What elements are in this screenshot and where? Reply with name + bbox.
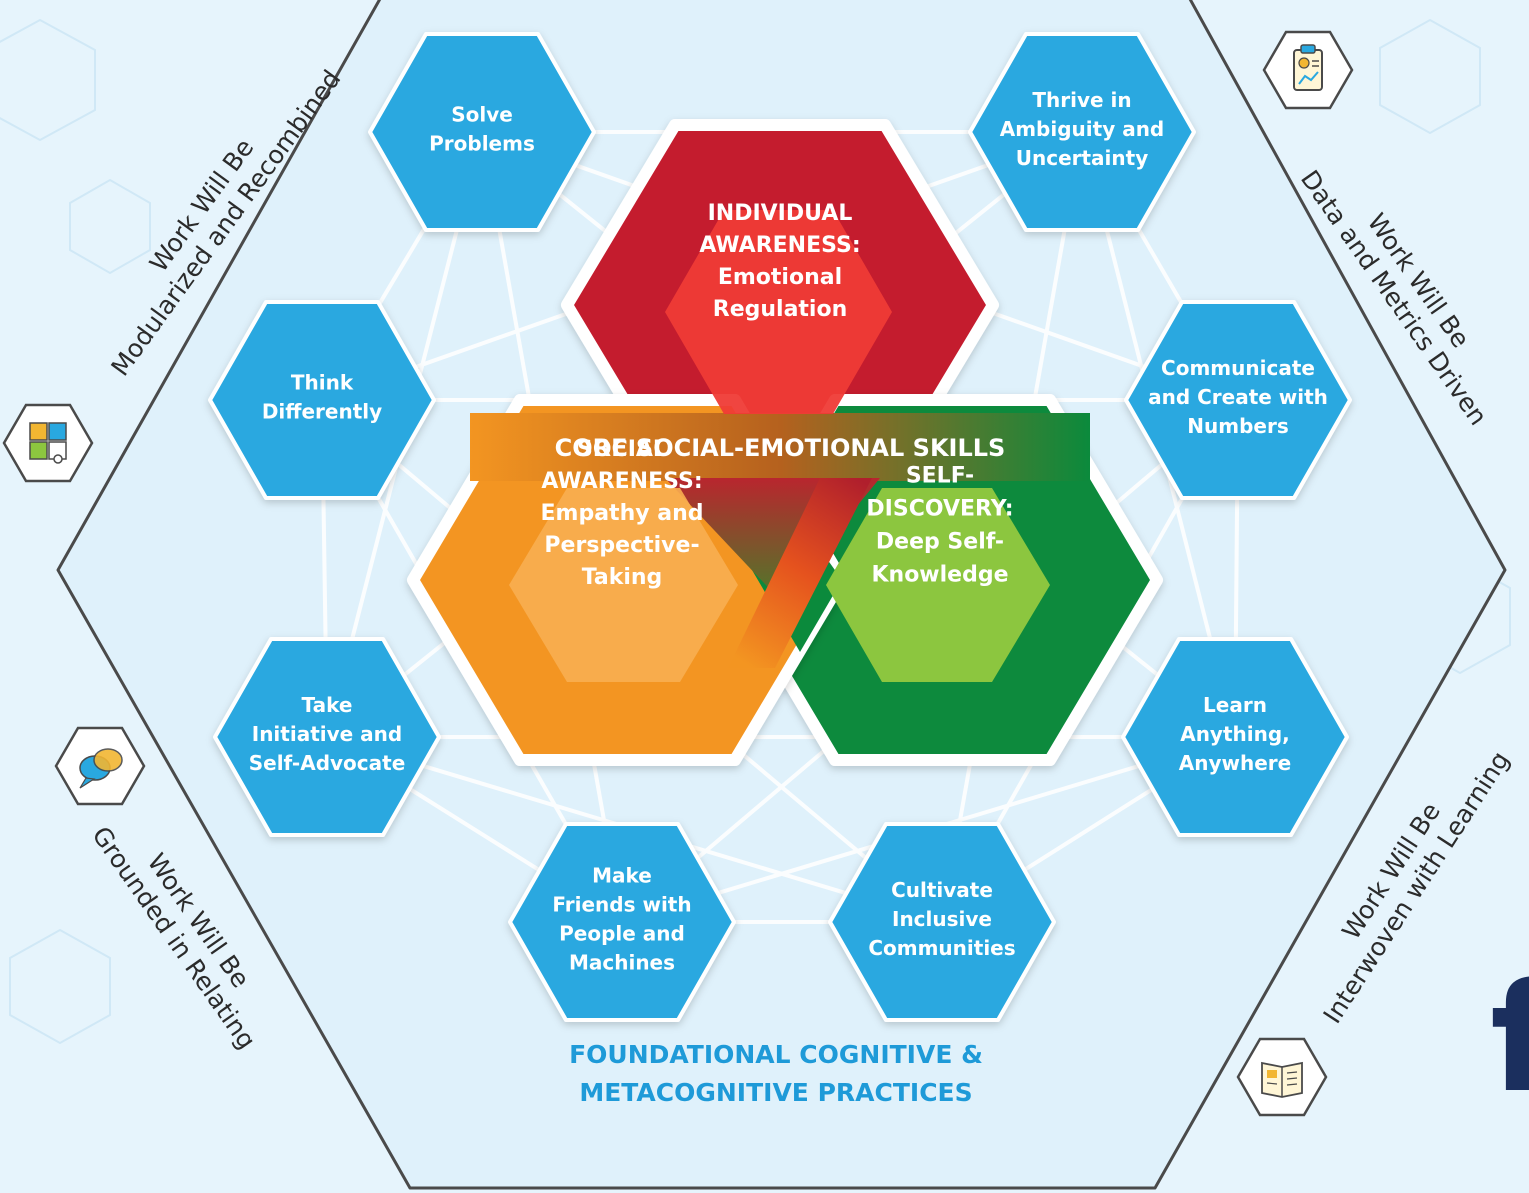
label-line: Taking — [582, 565, 663, 590]
core-heading: CORE SOCIAL-EMOTIONAL SKILLS — [555, 434, 1006, 462]
practice-hexagon — [828, 822, 1056, 1022]
open-book-icon — [1236, 1037, 1328, 1117]
label-line: Machines — [569, 950, 675, 974]
label-line: Uncertainty — [1016, 146, 1149, 170]
label-line: Knowledge — [871, 563, 1008, 588]
label-line: Self-Advocate — [249, 751, 406, 775]
label-line: AWARENESS: — [541, 469, 702, 494]
social-inner-hexagon — [509, 488, 738, 682]
core-band — [470, 413, 1090, 481]
individual-inner-hexagon — [665, 210, 892, 414]
label-line: People and — [559, 921, 685, 945]
label-line: and Create with — [1148, 385, 1328, 409]
label-line: Take — [302, 693, 353, 717]
clipboard-chart-icon — [1262, 30, 1354, 110]
practice-hexagon — [508, 822, 736, 1022]
label-line: INDIVIDUAL — [708, 201, 853, 226]
label-line: Perspective- — [544, 533, 699, 558]
label-line: Anywhere — [1179, 751, 1291, 775]
label-line: Empathy and — [541, 501, 704, 526]
practice-hexagon — [968, 32, 1196, 232]
label-line: Problems — [429, 131, 535, 155]
practice-hexagon — [1121, 637, 1349, 837]
weave-strip — [728, 478, 872, 668]
label-line: Communicate — [1161, 356, 1315, 380]
practice-hexagon — [368, 32, 596, 232]
practice-hexagon — [208, 300, 436, 500]
self-discovery-label: SELF- DISCOVERY: Deep Self- Knowledge — [866, 464, 1013, 588]
label-line: Inclusive — [892, 907, 992, 931]
label-line: DISCOVERY: — [866, 497, 1013, 522]
puzzle-icon — [2, 403, 94, 483]
practice-hexagon — [1124, 300, 1352, 500]
core-cluster — [407, 119, 1163, 766]
label-line: Deep Self- — [876, 530, 1004, 555]
label-line: Learn — [1203, 693, 1267, 717]
label-line: Regulation — [713, 297, 848, 322]
label-line: Differently — [262, 399, 382, 423]
label-line: Friends with — [552, 892, 691, 916]
label-line: SELF- — [906, 464, 974, 489]
self-inner-hexagon — [826, 488, 1050, 682]
label-line: Make — [592, 863, 652, 887]
label-line: Anything, — [1180, 722, 1290, 746]
label-line: Ambiguity and — [1000, 117, 1165, 141]
label-line: AWARENESS: — [699, 233, 860, 258]
partial-logo-letter: f — [1490, 952, 1529, 1126]
label-line: METACOGNITIVE PRACTICES — [579, 1078, 972, 1107]
speech-bubbles-icon — [54, 726, 146, 806]
label-line: SOCIAL — [577, 437, 667, 462]
label-line: Cultivate — [891, 878, 993, 902]
label-line: Thrive in — [1032, 88, 1131, 112]
label-line: Think — [291, 370, 354, 394]
foundation-heading: FOUNDATIONAL COGNITIVE & METACOGNITIVE PR… — [569, 1040, 983, 1107]
label-line: Initiative and — [252, 722, 402, 746]
practice-hexagon — [213, 637, 441, 837]
label-line: Communities — [868, 936, 1015, 960]
label-line: Numbers — [1187, 414, 1288, 438]
label-line: Emotional — [718, 265, 842, 290]
label-line: Solve — [451, 102, 513, 126]
label-line: FOUNDATIONAL COGNITIVE & — [569, 1040, 983, 1069]
